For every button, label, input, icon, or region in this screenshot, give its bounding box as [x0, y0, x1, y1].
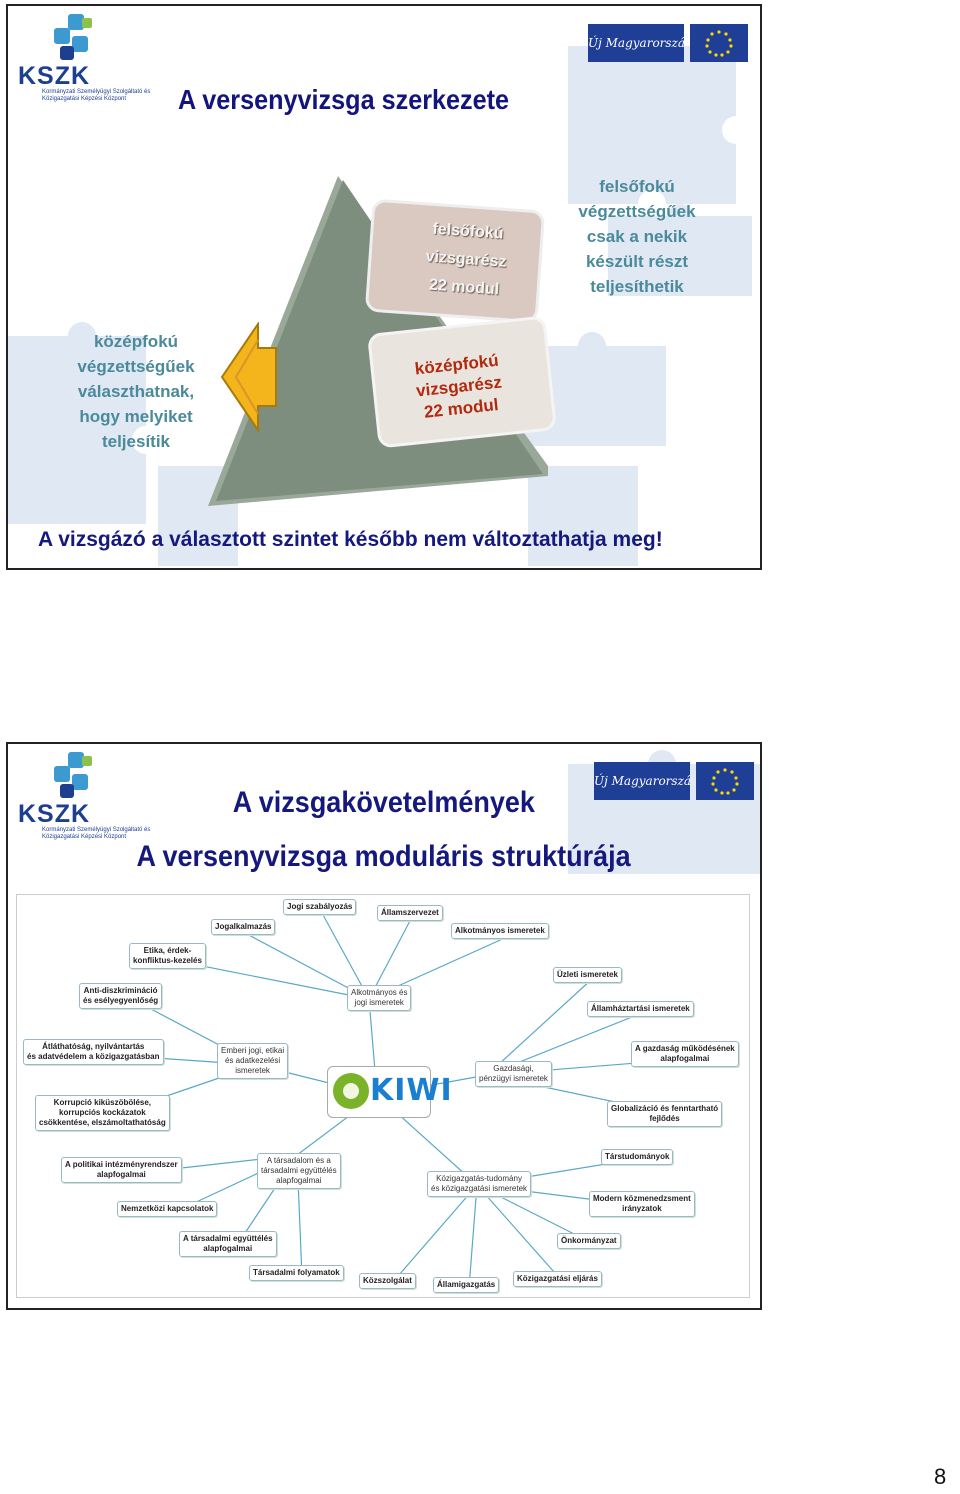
module-node: Korrupció kiküszöbölése, korrupciós kock…: [35, 1095, 170, 1131]
logo-text: KSZK: [18, 800, 91, 828]
module-node: Globalizáció és fenntartható fejlődés: [607, 1101, 723, 1127]
module-label: Közigazgatási eljárás: [517, 1274, 598, 1283]
module-label: Etika, érdek- konfliktus-kezelés: [133, 946, 202, 965]
module-label: Államszervezet: [381, 908, 439, 917]
slide-title: A vizsgakövetelmények: [8, 786, 760, 820]
module-node: A gazdaság működésének alapfogalmai: [631, 1041, 739, 1067]
slide-title: A versenyvizsga szerkezete: [178, 84, 510, 115]
hub-label: Gazdasági, pénzügyi ismeretek: [479, 1064, 548, 1083]
module-node: Nemzetközi kapcsolatok: [117, 1201, 218, 1217]
module-label: Államigazgatás: [437, 1280, 496, 1289]
module-label: A társadalmi együttélés alapfogalmai: [183, 1234, 273, 1253]
hub-label: Emberi jogi, etikai és adatkezelési isme…: [221, 1046, 285, 1075]
module-label: Jogi szabályozás: [287, 902, 353, 911]
note-line: hogy melyiket: [79, 407, 193, 426]
page-number: 8: [934, 1464, 947, 1489]
note-line: felsőfokú: [599, 177, 675, 196]
module-node: Alkotmányos ismeretek: [451, 923, 549, 939]
module-label: Társadalmi folyamatok: [253, 1268, 340, 1277]
logo-subtitle: Kormányzati Személyügyi Szolgáltató és K…: [42, 89, 151, 102]
left-note: középfokú végzettségűek választhatnak, h…: [66, 329, 206, 454]
slide-requirements: KSZK Kormányzati Személyügyi Szolgáltató…: [6, 742, 762, 1310]
module-node: Közszolgálat: [359, 1273, 416, 1289]
module-label: Államháztartási ismeretek: [591, 1004, 690, 1013]
hub-label: Közigazgatás-tudomány és közigazgatási i…: [431, 1174, 528, 1193]
module-label: Jogalkalmazás: [215, 922, 272, 931]
logo-subtitle: Kormányzati Személyügyi Szolgáltató és K…: [42, 827, 151, 840]
note-line: végzettségűek: [77, 357, 195, 376]
module-label: A gazdaság működésének alapfogalmai: [635, 1044, 735, 1063]
module-node: Átláthatóság, nyilvántartás és adatvédel…: [23, 1039, 164, 1065]
logo-text: KSZK: [18, 62, 91, 90]
note-line: készült részt: [585, 252, 689, 271]
module-label: Globalizáció és fenntartható fejlődés: [611, 1104, 719, 1123]
note-line: középfokú: [93, 332, 179, 351]
note-line: teljesítik: [101, 432, 171, 451]
hub-public-admin: Közigazgatás-tudomány és közigazgatási i…: [427, 1171, 532, 1197]
right-note: felsőfokú végzettségűek csak a nekik kés…: [568, 174, 706, 299]
hub-human-rights: Emberi jogi, etikai és adatkezelési isme…: [217, 1043, 289, 1079]
hub-constitutional: Alkotmányos és jogi ismeretek: [347, 985, 412, 1011]
module-label: Korrupció kiküszöbölése, korrupciós kock…: [39, 1098, 166, 1127]
module-label: Önkormányzat: [561, 1236, 617, 1245]
module-node: A társadalmi együttélés alapfogalmai: [179, 1231, 277, 1257]
umft-logo: Új Magyarország Fejlesztési Terv: [594, 762, 754, 802]
hub-economics: Gazdasági, pénzügyi ismeretek: [475, 1061, 552, 1087]
module-node: Társtudományok: [601, 1149, 674, 1165]
module-node: Jogalkalmazás: [211, 919, 276, 935]
module-node: Államszervezet: [377, 905, 443, 921]
module-label: Közszolgálat: [363, 1276, 412, 1285]
kiwi-text: KIWI: [370, 1073, 453, 1108]
module-label: Modern közmenedzsment irányzatok: [593, 1194, 691, 1213]
module-label: Átláthatóság, nyilvántartás és adatvédel…: [27, 1042, 160, 1061]
puzzle-background: [8, 32, 752, 566]
module-node: A politikai intézményrendszer alapfogalm…: [61, 1157, 182, 1183]
umft-text: Új Magyarország Fejlesztési Terv: [588, 24, 684, 62]
kszk-logo: KSZK Kormányzati Személyügyi Szolgáltató…: [14, 748, 154, 844]
puzzle-logo-icon: [54, 752, 92, 798]
module-node: Államigazgatás: [433, 1277, 500, 1293]
eu-flag-icon: [696, 762, 754, 800]
module-node: Modern közmenedzsment irányzatok: [589, 1191, 695, 1217]
module-node: Közigazgatási eljárás: [513, 1271, 602, 1287]
bottom-statement: A vizsgázó a választott szintet később n…: [38, 528, 663, 551]
module-node: Önkormányzat: [557, 1233, 621, 1249]
module-node: Államháztartási ismeretek: [587, 1001, 694, 1017]
module-label: Nemzetközi kapcsolatok: [121, 1204, 214, 1213]
eu-flag-icon: [690, 24, 748, 62]
module-label: Anti-diszkrimináció és esélyegyenlőség: [83, 986, 159, 1005]
module-mindmap: KIWI Alkotmányos és jogi ismeretek Ember…: [16, 894, 750, 1298]
module-node: Üzleti ismeretek: [553, 967, 622, 983]
kiwi-logo: KIWI: [327, 1066, 452, 1118]
hub-label: Alkotmányos és jogi ismeretek: [351, 988, 408, 1007]
umft-logo: Új Magyarország Fejlesztési Terv: [588, 24, 748, 64]
pyramid-diagram: [208, 176, 556, 506]
module-label: A politikai intézményrendszer alapfogalm…: [65, 1160, 178, 1179]
module-label: Alkotmányos ismeretek: [455, 926, 545, 935]
double-arrow-icon: [220, 322, 277, 432]
note-line: teljesíthetik: [590, 277, 684, 296]
note-line: csak a nekik: [586, 227, 688, 246]
kszk-logo: KSZK Kormányzati Személyügyi Szolgáltató…: [14, 10, 154, 106]
kiwi-fruit-icon: [333, 1073, 369, 1109]
module-node: Jogi szabályozás: [283, 899, 357, 915]
hub-society: A társadalom és a társadalmi együttélés …: [257, 1153, 341, 1189]
slide-subtitle-text: A versenyvizsga moduláris struktúrája: [136, 840, 632, 873]
module-label: Üzleti ismeretek: [557, 970, 618, 979]
module-node: Anti-diszkrimináció és esélyegyenlőség: [79, 983, 163, 1009]
puzzle-logo-icon: [54, 14, 92, 60]
hub-label: A társadalom és a társadalmi együttélés …: [261, 1156, 337, 1185]
umft-text: Új Magyarország Fejlesztési Terv: [594, 762, 690, 800]
note-line: végzettségűek: [578, 202, 696, 221]
slide-title-text: A vizsgakövetelmények: [232, 786, 536, 819]
note-line: választhatnak,: [77, 382, 195, 401]
module-node: Társadalmi folyamatok: [249, 1265, 344, 1281]
module-node: Etika, érdek- konfliktus-kezelés: [129, 943, 206, 969]
slide-structure: KSZK Kormányzati Személyügyi Szolgáltató…: [6, 4, 762, 570]
slide-subtitle: A versenyvizsga moduláris struktúrája: [8, 840, 760, 874]
module-label: Társtudományok: [605, 1152, 670, 1161]
upper-module-box: felsőfokú vizsgarész 22 modul: [393, 213, 539, 307]
